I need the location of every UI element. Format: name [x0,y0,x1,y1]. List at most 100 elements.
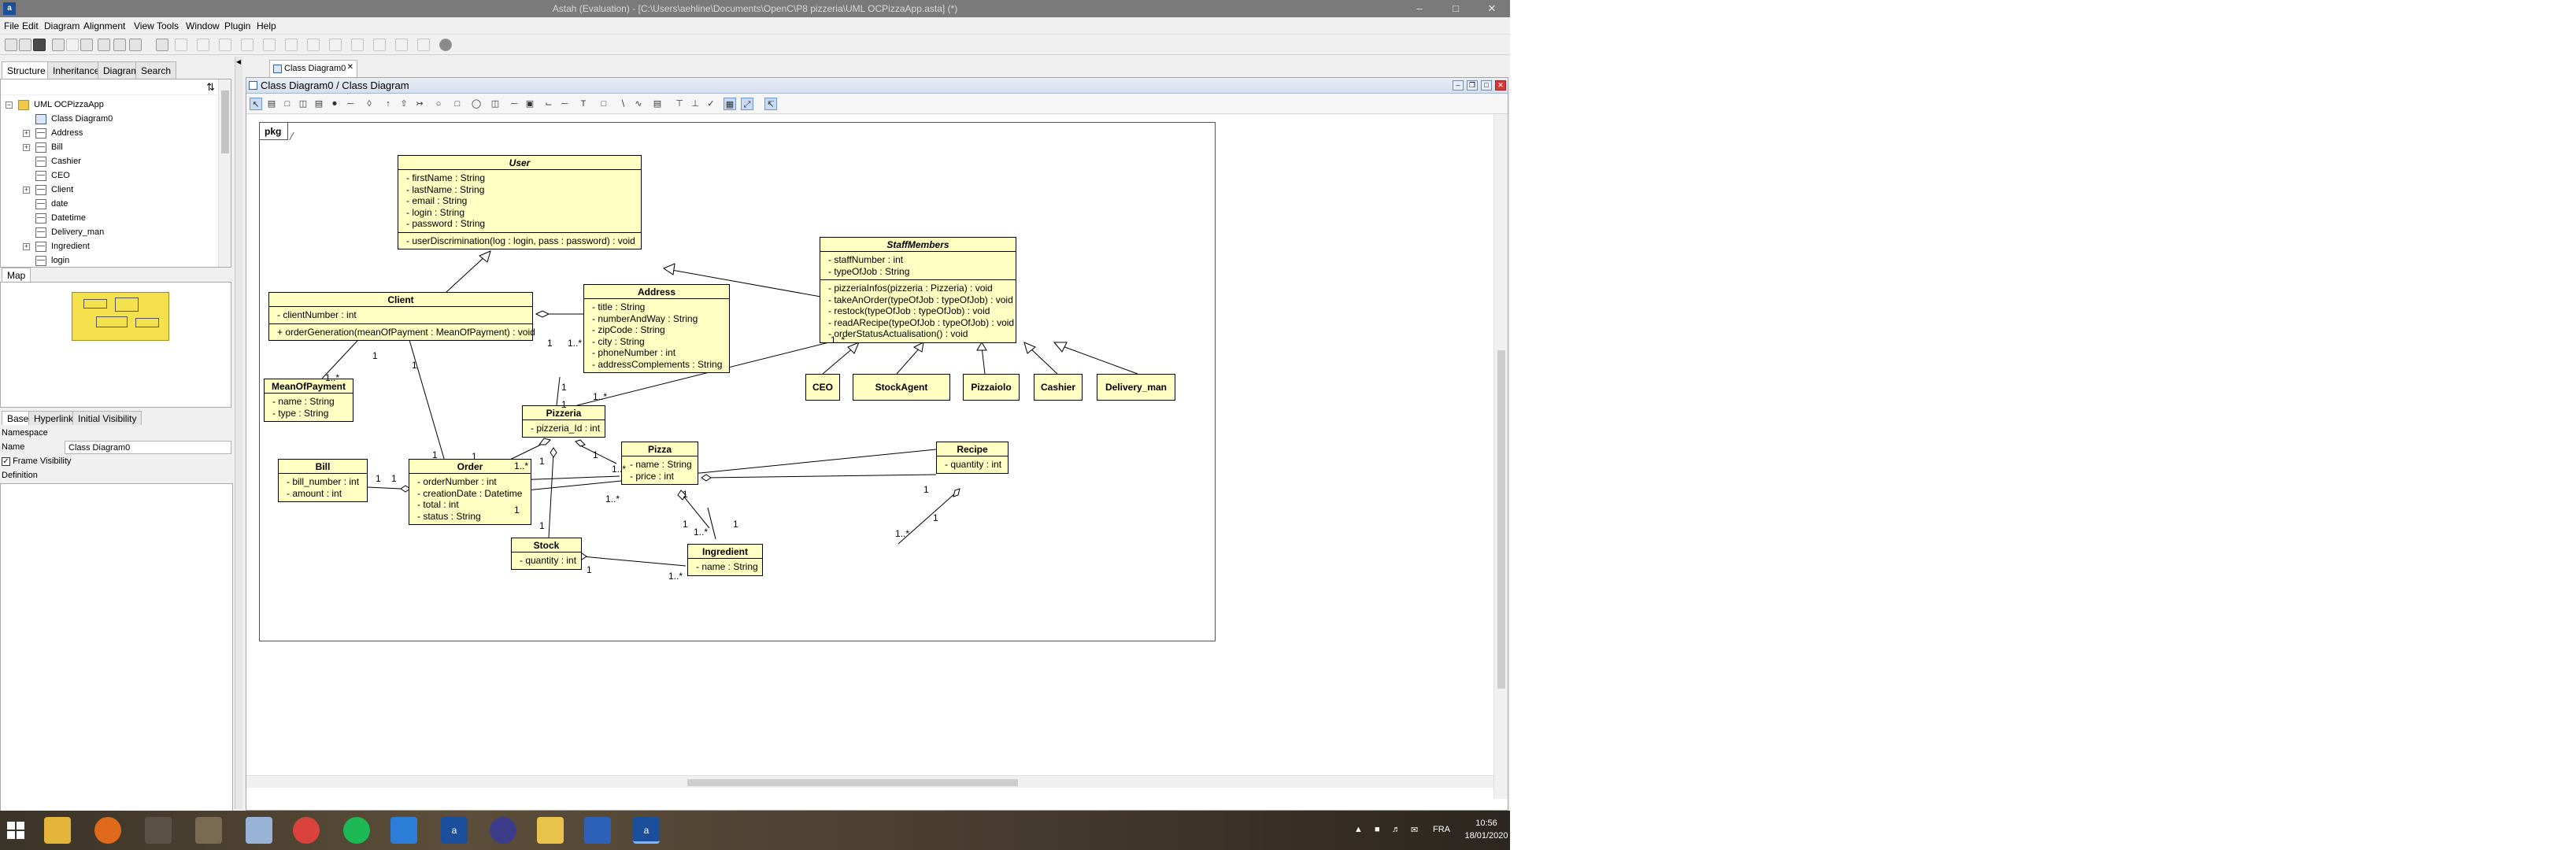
dependency-tool-icon[interactable]: ↣ [416,99,424,109]
definition-textarea[interactable] [0,483,233,850]
pin-tool-icon[interactable]: ⏺ [332,99,337,109]
maximize-button[interactable]: □ [1453,2,1459,14]
menu-plugin[interactable]: Plugin [224,20,251,31]
save-icon[interactable] [33,39,46,51]
constraint-tool-icon[interactable]: ─ [511,99,517,109]
books-icon[interactable] [195,817,222,844]
panel-divider[interactable]: ▲▼ [0,269,235,280]
tab-diagram[interactable]: Diagram [98,61,145,79]
folder-icon[interactable] [537,817,564,844]
inner-restore-button[interactable]: ❐ [1467,80,1478,91]
message-icon[interactable]: ✉ [1411,826,1419,835]
curve-tool-icon[interactable]: ∿ [635,99,642,109]
tab-base[interactable]: Base [2,411,35,425]
package-tool-icon[interactable]: ◫ [298,99,308,109]
menu-window[interactable]: Window [186,20,220,31]
volume-icon[interactable]: ♬ [1392,825,1401,834]
class-tool-icon[interactable]: ▤ [267,99,276,109]
class-recipe[interactable]: Recipe - quantity : int [936,442,1009,474]
line-color-icon[interactable] [329,39,342,51]
aggregation-tool-icon[interactable]: ◊ [367,99,372,109]
splitter-arrow-icon[interactable]: ◀ [236,58,242,65]
tab-search[interactable]: Search [135,61,177,79]
inner-close-button[interactable]: ✕ [1495,80,1506,91]
circle-tool-icon[interactable] [439,39,452,51]
tree-item[interactable]: −UML OCPizzaApp [1,98,213,113]
frame-visibility-checkbox[interactable]: ✓ [2,456,10,466]
fit-window-icon[interactable] [129,39,142,51]
sort-icon[interactable]: ⇅ [206,81,215,93]
clock-time[interactable]: 10:56 [1475,819,1497,828]
diagram-canvas[interactable]: pkg [246,114,1493,788]
class-client[interactable]: Client - clientNumber : int + orderGener… [268,292,535,341]
tab-structure[interactable]: Structure [2,61,51,79]
tree-item[interactable]: Datetime [1,212,213,226]
diagonal-line-tool-icon[interactable]: ∖ [620,99,626,109]
arrow-back-icon[interactable] [263,39,276,51]
gimp-icon[interactable] [145,817,172,844]
tree-item[interactable]: date [1,198,213,212]
grid-icon[interactable] [156,39,168,51]
open-folder-icon[interactable] [19,39,31,51]
tree-item[interactable]: +Client [1,183,213,198]
close-button[interactable]: ✕ [1487,2,1497,14]
canvas-vscroll-thumb[interactable] [1497,350,1505,689]
class-staffmembers[interactable]: StaffMembers - staffNumber : int - typeO… [820,237,1016,343]
fill-color-icon[interactable] [307,39,320,51]
font-style-icon[interactable] [373,39,386,51]
mail-icon[interactable] [490,817,516,844]
tab-initial-visibility[interactable]: Initial Visibility [72,411,142,425]
tree-item[interactable]: +Bill [1,141,213,155]
align-left-icon[interactable] [175,39,187,51]
inner-minimize-button[interactable]: – [1453,80,1464,91]
undo-icon[interactable] [52,39,65,51]
class-cashier[interactable]: Cashier [1034,374,1083,401]
generalization-tool-icon[interactable]: ↑ [386,99,390,109]
realization-tool-icon[interactable]: ⇧ [400,99,408,109]
menu-alignment[interactable]: Alignment [83,20,126,31]
class-ceo[interactable]: CEO [805,374,840,401]
class-bill[interactable]: Bill - bill_number : int - amount : int [278,459,368,502]
panel-splitter[interactable]: ◀ [235,57,242,809]
font-color-icon[interactable] [351,39,364,51]
arrow-forward-icon[interactable] [285,39,298,51]
canvas-vertical-scrollbar[interactable] [1493,114,1508,799]
package-frame[interactable]: pkg [259,122,1216,641]
text-tool-icon[interactable]: T [580,99,587,109]
class-delivery-man[interactable]: Delivery_man [1097,374,1175,401]
tab-hyperlink[interactable]: Hyperlink [28,411,80,425]
menu-view[interactable]: View [134,20,154,31]
tree-scrollbar[interactable] [218,79,231,267]
select-tool-icon[interactable]: ↖ [250,98,262,110]
object-tool-icon[interactable]: ▤ [314,99,324,109]
file-explorer-icon[interactable] [44,817,71,844]
menu-diagram[interactable]: Diagram [44,20,80,31]
redo-icon[interactable] [66,39,79,51]
zoom-in-icon[interactable] [98,39,110,51]
layout-icon[interactable] [395,39,408,51]
image-tool-icon[interactable]: ▤ [653,99,662,109]
menu-tools[interactable]: Tools [157,20,180,31]
tree-item[interactable]: login [1,254,213,267]
interface-tool-icon[interactable]: □ [284,99,291,109]
snap-tool-icon[interactable]: ▦ [724,98,736,110]
anchor-tool-icon[interactable]: ◫ [490,99,500,109]
expand-icon[interactable]: + [23,242,30,250]
class-address[interactable]: Address - title : String - numberAndWay … [583,284,730,373]
class-meanofpayment[interactable]: MeanOfPayment - name : String - type : S… [264,379,353,422]
class-pizzeria[interactable]: Pizzeria - pizzeria_Id : int [522,405,605,438]
spotify-icon[interactable] [343,817,370,844]
firefox-icon[interactable] [94,817,121,844]
dropbox-icon[interactable] [390,817,417,844]
class-stockagent[interactable]: StockAgent [853,374,950,401]
notepad-icon[interactable] [246,817,272,844]
line-tool-icon[interactable]: ─ [561,99,568,109]
menu-help[interactable]: Help [257,20,276,31]
frame-tool-icon[interactable]: ▣ [525,99,535,109]
name-field[interactable]: Class Diagram0 [65,441,231,454]
zoom-out-icon[interactable] [113,39,126,51]
collapse-icon[interactable]: − [6,101,13,109]
menu-file[interactable]: File [4,20,20,31]
menu-edit[interactable]: Edit [22,20,39,31]
minimize-button[interactable]: – [1416,2,1423,14]
